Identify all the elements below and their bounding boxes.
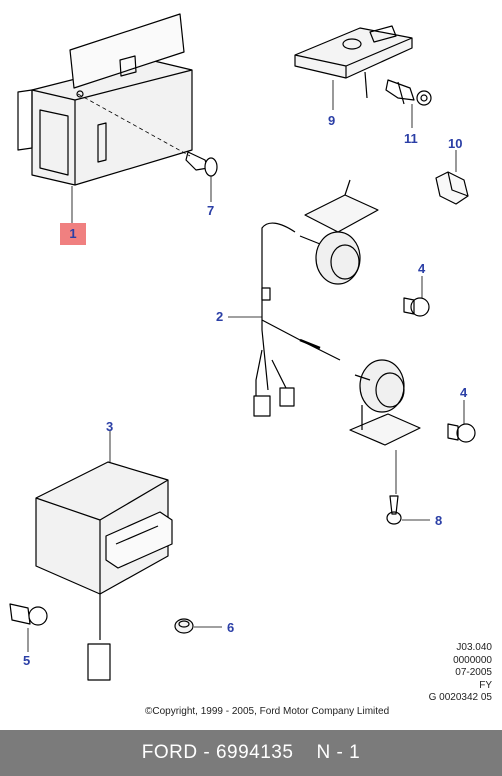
reference-code-line: FY [479,679,492,691]
part-2-harness [228,179,421,446]
reference-code-line: 0000000 [453,654,492,666]
callout-7[interactable]: 7 [207,203,215,218]
callout-1[interactable]: 1 [60,223,86,245]
footer-bar: FORD - 6994135 N - 1 [0,730,502,776]
callout-3[interactable]: 3 [106,419,114,434]
callout-11[interactable]: 11 [404,131,418,146]
parts-diagram [9,13,476,681]
reference-code-line: J03.040 [456,642,492,653]
part-11-holder [385,79,432,128]
part-9-switch [294,25,413,110]
part-10-clip [435,150,469,205]
part-3-module [35,430,173,681]
callout-5[interactable]: 5 [23,653,31,668]
part-8-screw [386,450,430,525]
callout-4-upper[interactable]: 4 [418,261,426,276]
callout-2[interactable]: 2 [216,309,224,324]
part-4-bulb-lower [447,400,476,443]
part-7-screw [185,151,218,202]
part-6-grommet [174,618,222,634]
copyright-notice: ©Copyright, 1999 - 2005, Ford Motor Comp… [145,706,390,717]
reference-code-line: 07-2005 [455,667,492,678]
part-4-bulb-upper [403,276,430,317]
callout-9[interactable]: 9 [328,113,336,128]
reference-code-line: G 0020342 05 [428,692,492,703]
callout-6[interactable]: 6 [227,620,235,635]
footer-part-number: FORD - 6994135 N - 1 [141,742,361,763]
callout-4-lower[interactable]: 4 [460,385,468,400]
callout-8[interactable]: 8 [435,513,443,528]
callout-10[interactable]: 10 [448,136,463,151]
part-1-module [17,13,193,224]
reference-code: J03.040 0000000 07-2005 FY G 0020342 05 [429,642,492,705]
part-5-bulb [9,603,48,652]
